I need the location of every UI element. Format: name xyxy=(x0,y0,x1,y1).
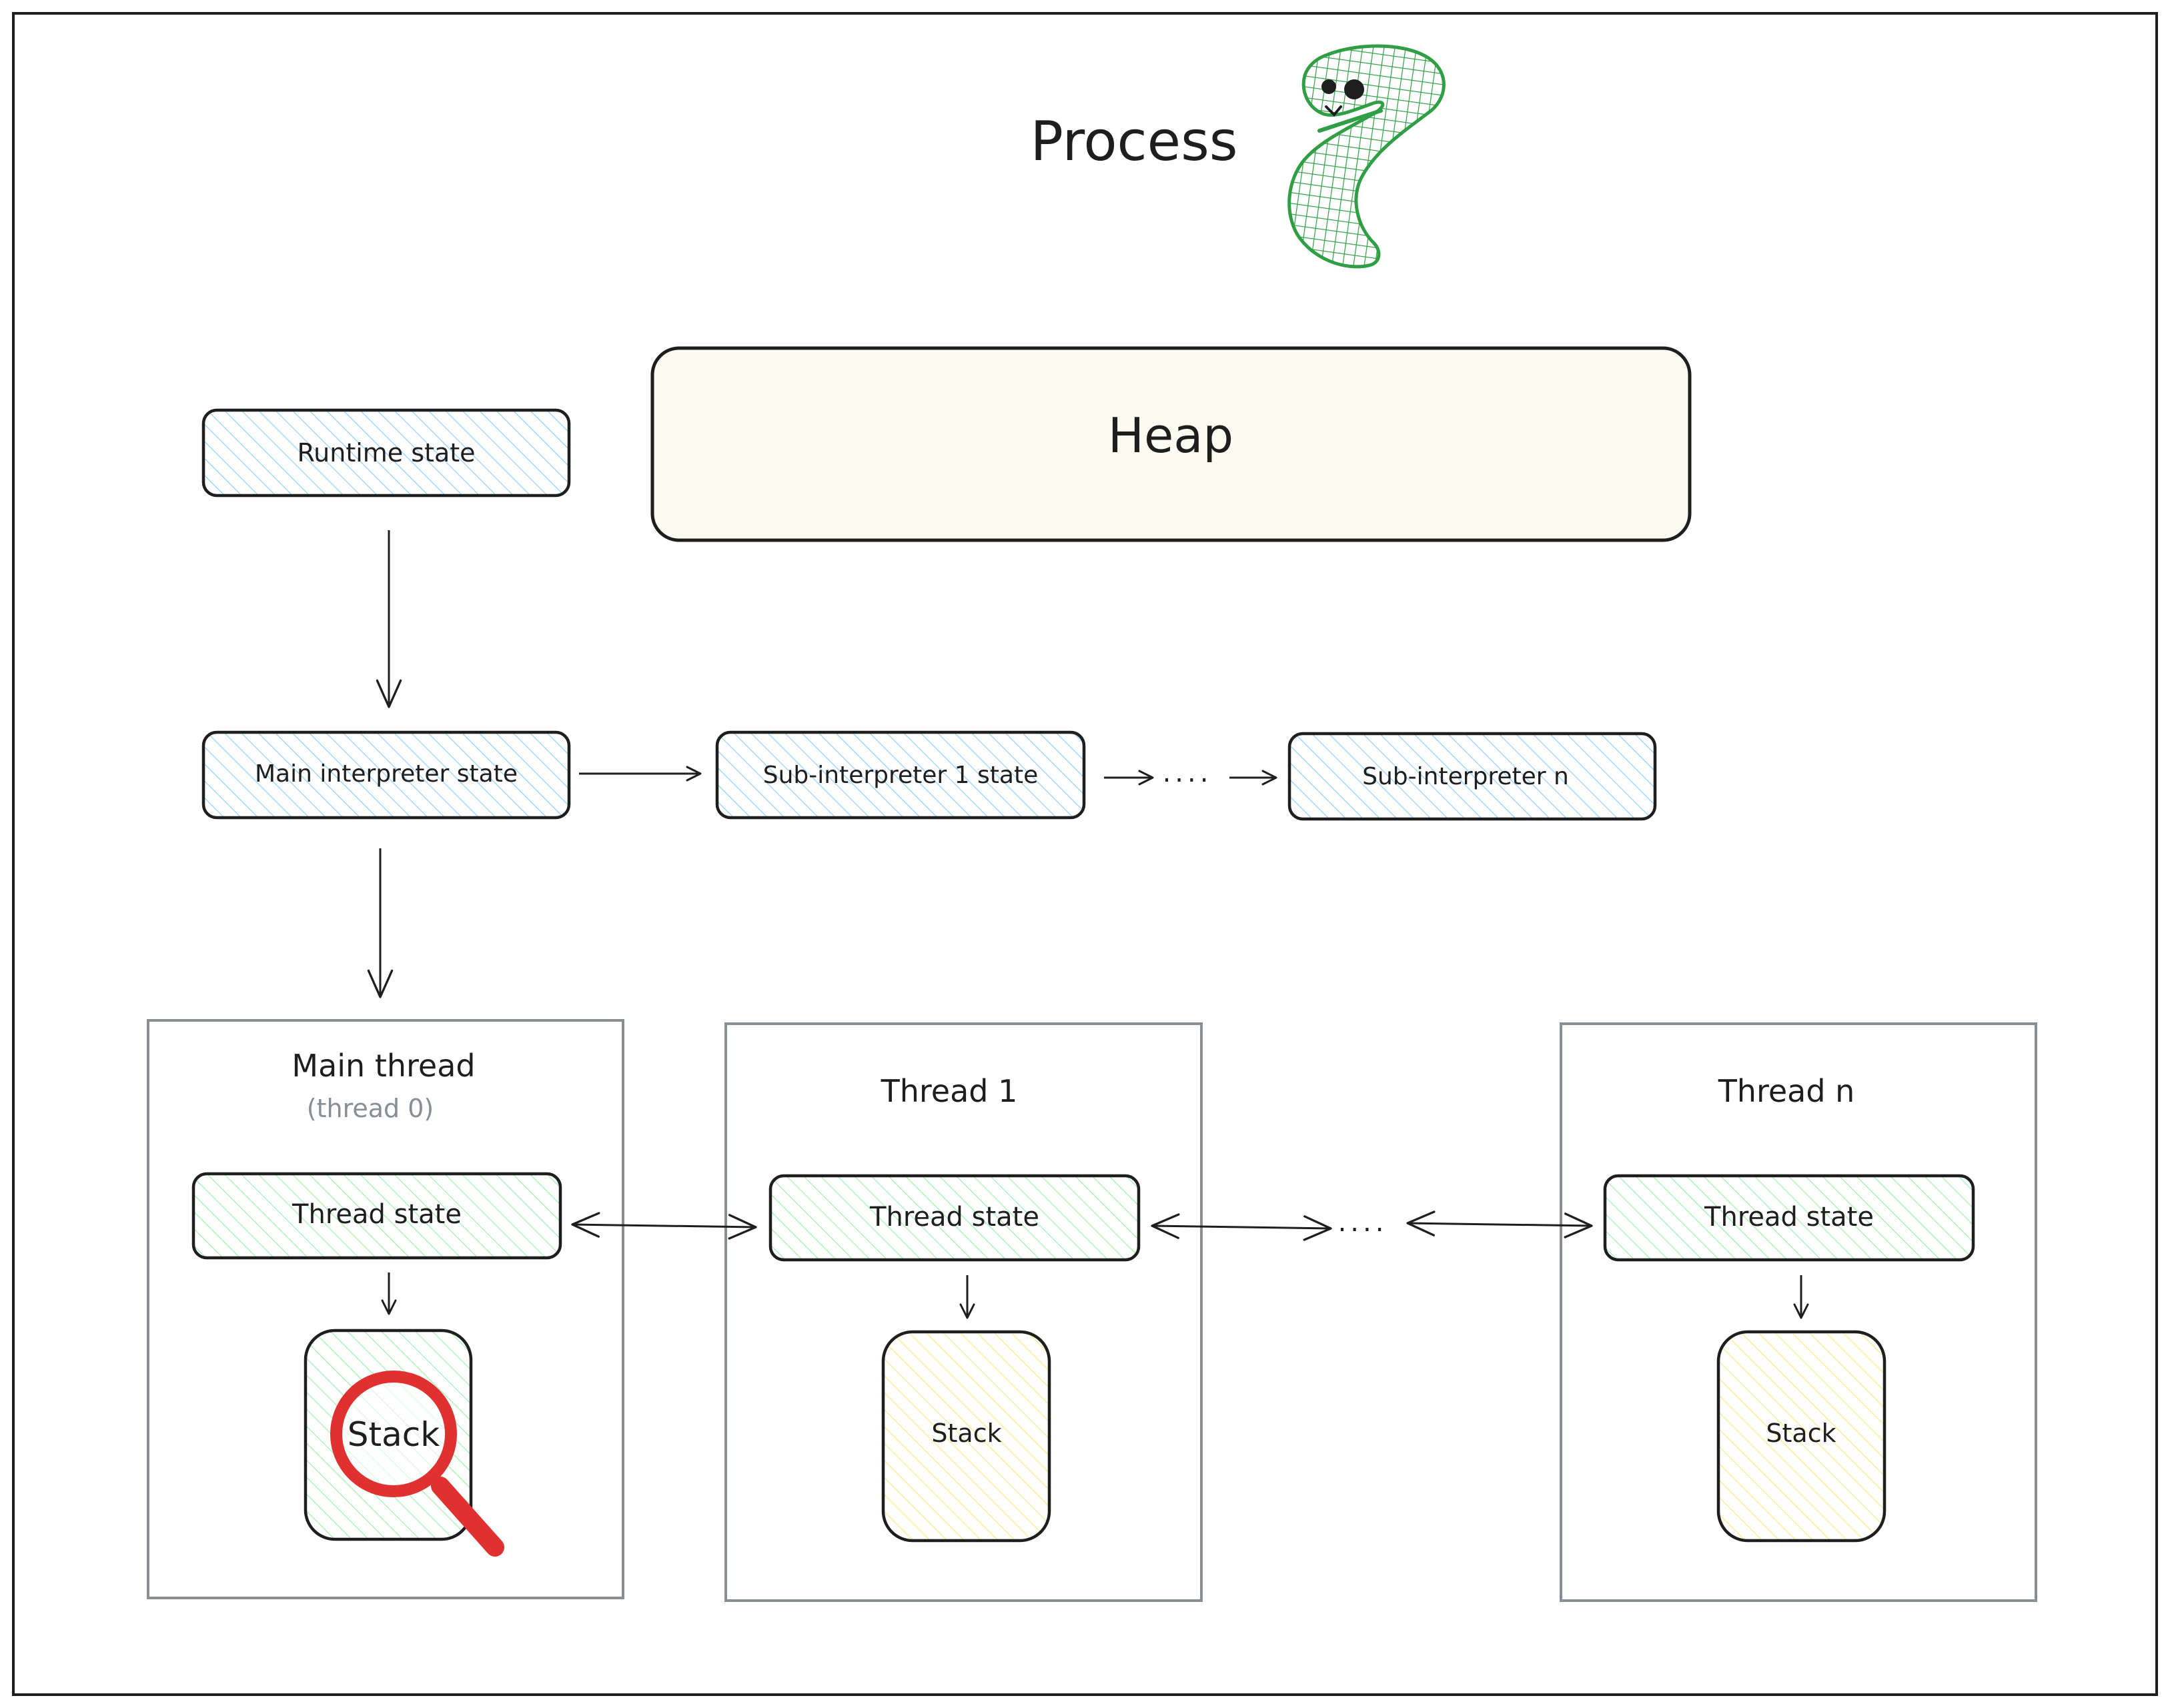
sub-interpreter-1-label: Sub-interpreter 1 state xyxy=(763,762,1038,789)
heap-box: Heap xyxy=(650,346,1692,542)
thread-n-frame xyxy=(1560,1022,2037,1602)
thread-1-stack-label: Stack xyxy=(931,1419,1001,1448)
thread-n-title: Thread n xyxy=(1718,1073,1855,1109)
heap-label: Heap xyxy=(1108,407,1233,464)
python-snake-icon xyxy=(1287,44,1446,269)
sub-interpreter-1-box: Sub-interpreter 1 state xyxy=(715,730,1086,820)
main-thread-title: Main thread xyxy=(292,1048,475,1084)
main-thread-stack-label: Stack xyxy=(348,1415,440,1454)
thread-n-stack-box: Stack xyxy=(1716,1330,1886,1543)
interpreter-ellipsis: .... xyxy=(1163,758,1213,788)
thread-1-state-label: Thread state xyxy=(869,1202,1039,1232)
thread-1-stack-box: Stack xyxy=(881,1330,1051,1543)
main-thread-state-box: Thread state xyxy=(191,1172,562,1260)
thread-1-title: Thread 1 xyxy=(881,1073,1018,1109)
sub-interpreter-n-label: Sub-interpreter n xyxy=(1362,763,1569,790)
main-interpreter-box: Main interpreter state xyxy=(201,730,571,820)
magnifier-icon xyxy=(330,1371,504,1557)
thread-n-state-box: Thread state xyxy=(1603,1174,1975,1262)
runtime-state-box: Runtime state xyxy=(201,408,571,498)
thread-1-to-ellipsis-arrow xyxy=(1151,1213,1332,1241)
thread-ellipsis: .... xyxy=(1338,1207,1388,1238)
thread-n-state-label: Thread state xyxy=(1704,1202,1874,1232)
main-thread-to-thread-1-arrow xyxy=(571,1212,757,1240)
thread-1-frame xyxy=(724,1022,1203,1602)
sub-interpreter-n-box: Sub-interpreter n xyxy=(1287,732,1657,821)
main-thread-frame xyxy=(147,1019,624,1599)
main-thread-state-label: Thread state xyxy=(292,1199,462,1230)
main-thread-subtitle: (thread 0) xyxy=(307,1094,434,1123)
process-frame xyxy=(12,12,2158,1696)
process-title: Process xyxy=(1030,110,1237,173)
runtime-state-label: Runtime state xyxy=(297,438,475,468)
main-interpreter-label: Main interpreter state xyxy=(255,760,518,788)
thread-1-state-box: Thread state xyxy=(768,1174,1141,1262)
ellipsis-to-thread-n-arrow xyxy=(1406,1210,1593,1238)
thread-n-stack-label: Stack xyxy=(1766,1419,1836,1448)
